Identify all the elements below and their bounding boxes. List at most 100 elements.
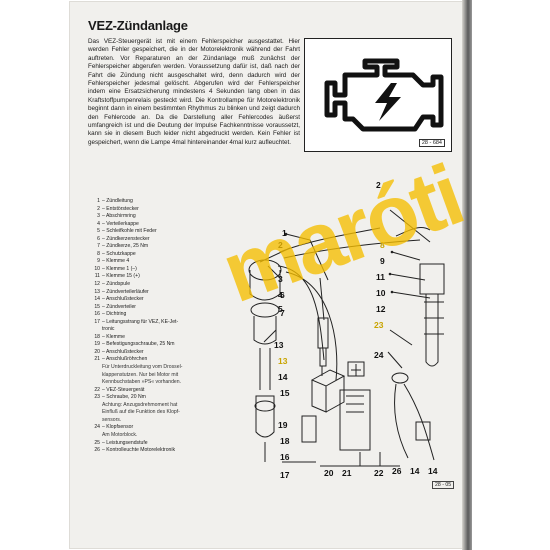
legend-text: – Schutzkappe	[102, 250, 136, 257]
legend-number: 2	[97, 205, 100, 212]
legend-text: Für Unterdruckleitung vom Drossel-	[102, 364, 183, 371]
legend-number: 25	[94, 439, 100, 446]
legend-text: – Zündverteiler	[102, 303, 136, 310]
legend-number: 16	[94, 311, 100, 318]
legend-number: 15	[94, 303, 100, 310]
legend-text: – Befestigungsschraube, 25 Nm	[102, 341, 175, 348]
legend-text: sensors.	[102, 416, 122, 423]
legend-item: 17– Leitungsstrang für VEZ, KE-Jet-	[88, 319, 218, 327]
legend-number: 3	[97, 213, 100, 220]
diagram-label-18: 18	[280, 436, 290, 446]
legend-number: 8	[97, 250, 100, 257]
legend-text: – Schraube, 20 Nm	[102, 394, 146, 401]
engine-figure-ref: 28 - 684	[418, 139, 445, 147]
diagram-label-13: 13	[274, 340, 284, 350]
legend-number: 10	[94, 265, 100, 272]
legend-text: – Zündverteilerläufer	[102, 288, 149, 295]
legend-item: 26– Kontrolleuchte Motorelektronik	[88, 447, 218, 455]
legend-item: sensors.	[88, 417, 218, 425]
diagram-label-21: 21	[342, 468, 352, 478]
diagram-label-10: 10	[376, 288, 386, 298]
ignition-exploded-diagram: 1 2 2 3 4 5 6 7 8 9 10 11 12 13 13 14 14…	[220, 170, 460, 490]
diagram-label-2: 2	[278, 240, 283, 250]
legend-number: 7	[97, 243, 100, 250]
diagram-label-19: 19	[278, 420, 288, 430]
diagram-label-1: 1	[282, 228, 287, 238]
legend-item: 10– Klemme 1 (–)	[88, 266, 218, 274]
diagram-label-14: 14	[428, 466, 438, 476]
legend-text: – Klemme 15 (+)	[102, 273, 140, 280]
legend-item: 1– Zündleitung	[88, 198, 218, 206]
legend-item: 8– Schutzkappe	[88, 251, 218, 259]
legend-item: 12– Zündspule	[88, 281, 218, 289]
legend-item: 11– Klemme 15 (+)	[88, 273, 218, 281]
diagram-figure-ref: 28 - 05	[432, 481, 455, 489]
legend-item: 3– Abschirmring	[88, 213, 218, 221]
legend-text: – Abschirmring	[102, 213, 136, 220]
legend-number: 14	[94, 296, 100, 303]
legend-number: 11	[94, 273, 100, 280]
diagram-label-14: 14	[278, 372, 288, 382]
legend-item: 22– VEZ-Steuergerät	[88, 387, 218, 395]
diagram-label-14: 14	[410, 466, 420, 476]
legend-number: 18	[94, 333, 100, 340]
legend-text: – Zündspule	[102, 281, 131, 288]
legend-item: Kennbuchstaben »PS« vorhanden.	[88, 379, 218, 387]
diagram-label-9: 9	[380, 256, 385, 266]
book-spine	[462, 0, 472, 550]
legend-number: 19	[94, 341, 100, 348]
diagram-label-13: 13	[278, 356, 288, 366]
legend-item: 5– Schleifkohle mit Feder	[88, 228, 218, 236]
legend-item: 16– Dichtring	[88, 311, 218, 319]
legend-item: 7– Zündkerze, 25 Nm	[88, 243, 218, 251]
legend-item: 25– Leistungsendstufe	[88, 440, 218, 448]
legend-item: 9– Klemme 4	[88, 258, 218, 266]
legend-item: 24– Klopfsensor	[88, 424, 218, 432]
diagram-label-7: 7	[280, 308, 285, 318]
legend-text: – Anschlußröhrchen	[102, 356, 148, 363]
legend-item: Am Motorblock.	[88, 432, 218, 440]
legend-text: – Kontrolleuchte Motorelektronik	[102, 447, 176, 454]
legend-number: 23	[94, 394, 100, 401]
legend-number: 13	[94, 288, 100, 295]
legend-item: 23– Schraube, 20 Nm	[88, 394, 218, 402]
legend-text: – Anschlußstecker	[102, 296, 144, 303]
diagram-label-6: 6	[280, 290, 285, 300]
legend-number: 9	[97, 258, 100, 265]
legend-text: – Klopfsensor	[102, 424, 134, 431]
legend-number: 22	[94, 386, 100, 393]
legend-text: – Schleifkohle mit Feder	[102, 228, 157, 235]
legend-text: – Dichtring	[102, 311, 127, 318]
legend-number: 6	[97, 235, 100, 242]
diagram-label-26: 26	[392, 466, 402, 476]
legend-item: 15– Zündverteiler	[88, 304, 218, 312]
diagram-label-5: 5	[278, 304, 283, 314]
legend-text: – VEZ-Steuergerät	[102, 386, 145, 393]
legend-item: Achtung: Anzugsdrehmoment hat	[88, 402, 218, 410]
legend-number: 21	[94, 356, 100, 363]
legend-number: 4	[97, 220, 100, 227]
legend-item: tronic	[88, 326, 218, 334]
diagram-label-20: 20	[324, 468, 334, 478]
legend-item: 4– Verteilerkappe	[88, 221, 218, 229]
diagram-drawing	[248, 209, 445, 467]
legend-item: 19– Befestigungsschraube, 25 Nm	[88, 341, 218, 349]
legend-text: Einfluß auf die Funktion des Klopf-	[102, 409, 180, 416]
legend-text: Kennbuchstaben »PS« vorhanden.	[102, 379, 182, 386]
legend-text: – Klemme 4	[102, 258, 130, 265]
diagram-label-17: 17	[280, 470, 290, 480]
page-title: VEZ-Zündanlage	[88, 18, 188, 33]
legend-text: – Anschlußstecker	[102, 348, 144, 355]
legend-text: – Entstörstecker	[102, 205, 139, 212]
diagram-label-12: 12	[376, 304, 386, 314]
legend-number: 17	[94, 318, 100, 325]
legend-text: – Leitungsstrang für VEZ, KE-Jet-	[102, 318, 179, 325]
diagram-label-24: 24	[374, 350, 384, 360]
legend-item: 6– Zündkerzenstecker	[88, 236, 218, 244]
engine-warning-figure: 28 - 684	[304, 38, 452, 152]
legend-text: – Verteilerkappe	[102, 220, 139, 227]
legend-item: 18– Klemme	[88, 334, 218, 342]
legend-text: – Klemme 1 (–)	[102, 265, 137, 272]
legend-item: 21– Anschlußröhrchen	[88, 356, 218, 364]
